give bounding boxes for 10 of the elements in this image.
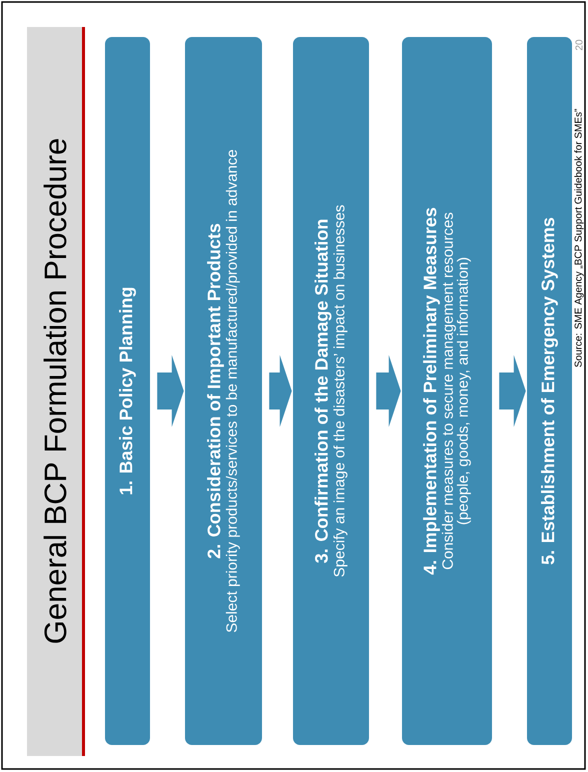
step-box: 5. Establishment of Emergency Systems	[527, 37, 572, 745]
title-band: General BCP Formulation Procedure	[27, 27, 82, 756]
step-box: 3. Confirmation of the Damage Situation Specify an image of the disasters’ impact on businesses	[293, 37, 369, 745]
arrow	[376, 355, 401, 427]
arrow	[499, 355, 526, 427]
arrow	[157, 355, 184, 427]
step-box: 4. Implementation of Preliminary Measures Consider measures to secure management resources (people, goods, money, and information)	[402, 37, 492, 745]
step-box: 2. Consideration of Important Products Select priority products/services to be manufactured/provided in advance	[185, 37, 262, 745]
arrow	[269, 355, 292, 427]
step-box: 1. Basic Policy Planning	[105, 37, 150, 745]
